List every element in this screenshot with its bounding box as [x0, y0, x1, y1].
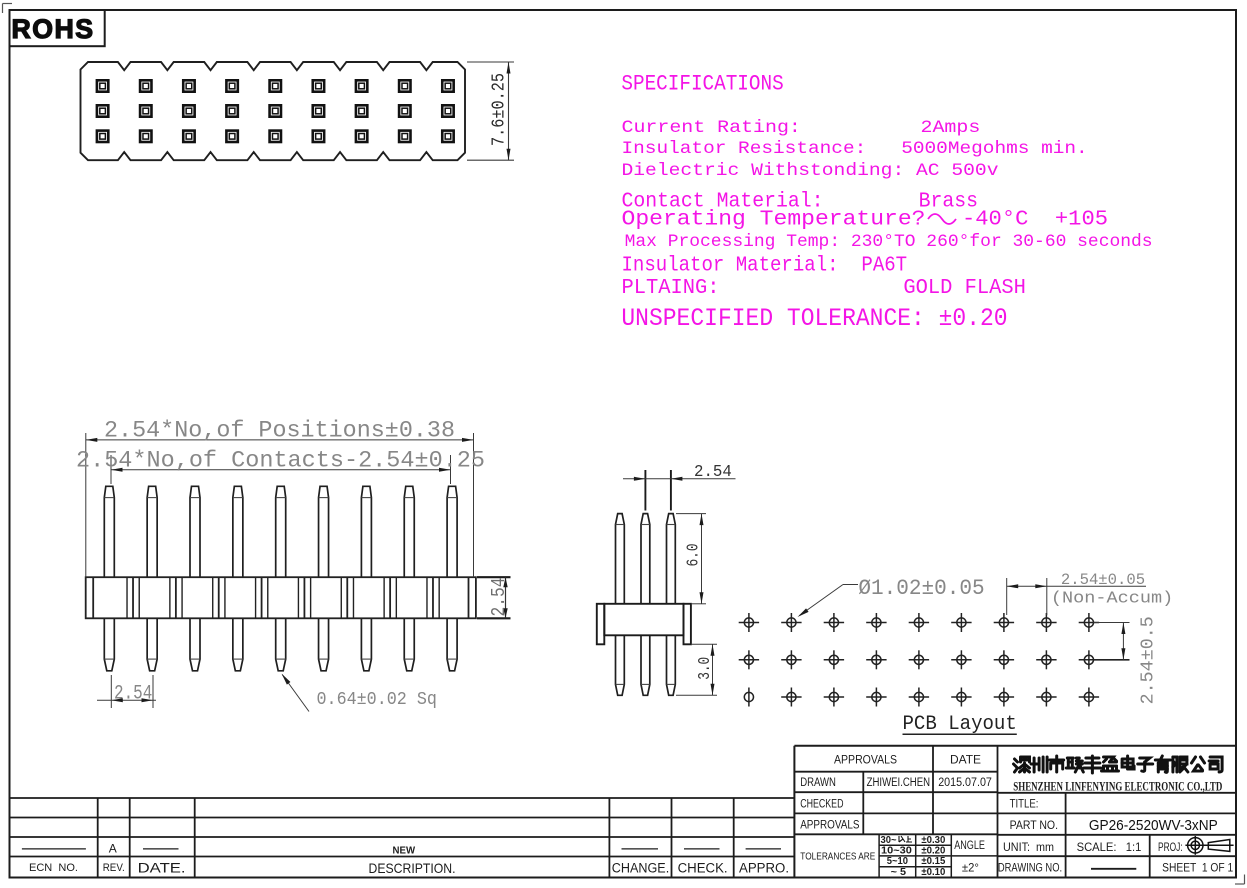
svg-text:TOLERANCES ARE: TOLERANCES ARE: [800, 851, 875, 863]
svg-text:DRAWING NO.: DRAWING NO.: [998, 863, 1062, 875]
svg-text:SHEET 1 OF 1: SHEET 1 OF 1: [1162, 863, 1233, 875]
svg-text:30~: 30~: [881, 835, 897, 846]
svg-text:2015.07.07: 2015.07.07: [938, 777, 992, 789]
svg-text:0.64±0.02 Sq: 0.64±0.02 Sq: [317, 690, 437, 710]
svg-text:ANGLE: ANGLE: [954, 840, 985, 852]
svg-text:SPECIFICATIONS: SPECIFICATIONS: [621, 72, 783, 97]
svg-text:DESCRIPTION.: DESCRIPTION.: [369, 860, 456, 876]
svg-text:ROHS: ROHS: [12, 14, 95, 44]
svg-text:DRAWN: DRAWN: [800, 777, 836, 789]
svg-text:PLTAING: GOLD FL: PLTAING: GOLD FLASH: [622, 276, 1026, 300]
svg-text:CHECKED: CHECKED: [800, 799, 843, 811]
svg-text:±2°: ±2°: [962, 862, 979, 874]
svg-text:TITLE:: TITLE:: [1010, 799, 1039, 811]
svg-text:Contact Material: Brass: Contact Material: Brass: [622, 189, 979, 213]
svg-text:APPRO.: APPRO.: [739, 861, 789, 876]
svg-text:10~30: 10~30: [881, 846, 912, 857]
svg-text:2.54*No,of Contacts-2.54±0.25: 2.54*No,of Contacts-2.54±0.25: [76, 448, 485, 474]
svg-text:ZHIWEI.CHEN: ZHIWEI.CHEN: [867, 777, 931, 789]
svg-text:PART NO.: PART NO.: [1010, 820, 1058, 832]
svg-text:UNSPECIFIED TOLERANCE: ±0.20: UNSPECIFIED TOLERANCE: ±0.20: [621, 304, 1007, 333]
svg-text:±0.15: ±0.15: [921, 856, 946, 867]
svg-text:2.54*No,of Positions±0.38: 2.54*No,of Positions±0.38: [104, 418, 455, 444]
svg-text:NEW: NEW: [393, 844, 416, 856]
svg-text:7.6±0.25: 7.6±0.25: [490, 73, 510, 146]
svg-text:DATE.: DATE.: [138, 860, 186, 875]
svg-text:(Non-Accum): (Non-Accum): [1051, 590, 1173, 609]
svg-text:REV.: REV.: [103, 862, 125, 874]
svg-text:Ø1.02±0.05: Ø1.02±0.05: [858, 576, 984, 601]
svg-text:GP26-2520WV-3xNP: GP26-2520WV-3xNP: [1089, 817, 1218, 834]
svg-text:-40°C +105: -40°C +105: [962, 208, 1108, 232]
svg-text:SCALE: 1:1: SCALE: 1:1: [1077, 840, 1142, 854]
svg-text:~ 5: ~ 5: [891, 867, 907, 878]
svg-text:CHANGE.: CHANGE.: [612, 861, 669, 876]
svg-text:3.0: 3.0: [696, 657, 715, 680]
svg-text:5~10: 5~10: [887, 856, 909, 867]
svg-text:±0.20: ±0.20: [921, 846, 946, 857]
svg-text:APPROVALS: APPROVALS: [800, 820, 860, 832]
svg-text:DATE: DATE: [950, 753, 981, 767]
svg-text:2.54±0.05: 2.54±0.05: [1061, 571, 1145, 589]
svg-text:Dielectric Withstonding: AC 50: Dielectric Withstonding: AC 500v: [622, 162, 999, 181]
svg-text:2.54: 2.54: [114, 682, 152, 705]
svg-text:A: A: [109, 841, 117, 855]
svg-text:PROJ:: PROJ:: [1158, 842, 1183, 854]
svg-text:2.54: 2.54: [488, 578, 510, 617]
svg-text:2.54±0.5: 2.54±0.5: [1139, 616, 1159, 704]
svg-text:UNIT: mm: UNIT: mm: [1003, 840, 1054, 854]
svg-text:±0.30: ±0.30: [921, 835, 946, 846]
svg-text:±0.10: ±0.10: [921, 867, 946, 878]
svg-text:2.54: 2.54: [694, 463, 732, 482]
svg-text:Operating Temperature?: Operating Temperature?: [622, 208, 926, 232]
svg-text:Max Processing Temp: 230°TO 26: Max Processing Temp: 230°TO 260°for 30-6…: [625, 233, 1153, 252]
svg-text:6.0: 6.0: [685, 544, 704, 567]
svg-text:APPROVALS: APPROVALS: [834, 755, 897, 767]
svg-text:Current Rating: 2Amps: Current Rating: 2Amps: [622, 119, 981, 138]
svg-text:SHENZHEN LINFENYING ELECTRONIC: SHENZHEN LINFENYING ELECTRONIC CO.,LTD: [1013, 779, 1222, 794]
svg-text:ECN NO.: ECN NO.: [29, 862, 78, 874]
svg-text:CHECK.: CHECK.: [678, 861, 728, 876]
svg-text:Insulator Material: PA6T: Insulator Material: PA6T: [622, 253, 908, 277]
svg-text:Insulator Resistance: 5000Me: Insulator Resistance: 5000Megohms min.: [622, 140, 1088, 159]
svg-text:PCB Layout: PCB Layout: [903, 713, 1017, 736]
